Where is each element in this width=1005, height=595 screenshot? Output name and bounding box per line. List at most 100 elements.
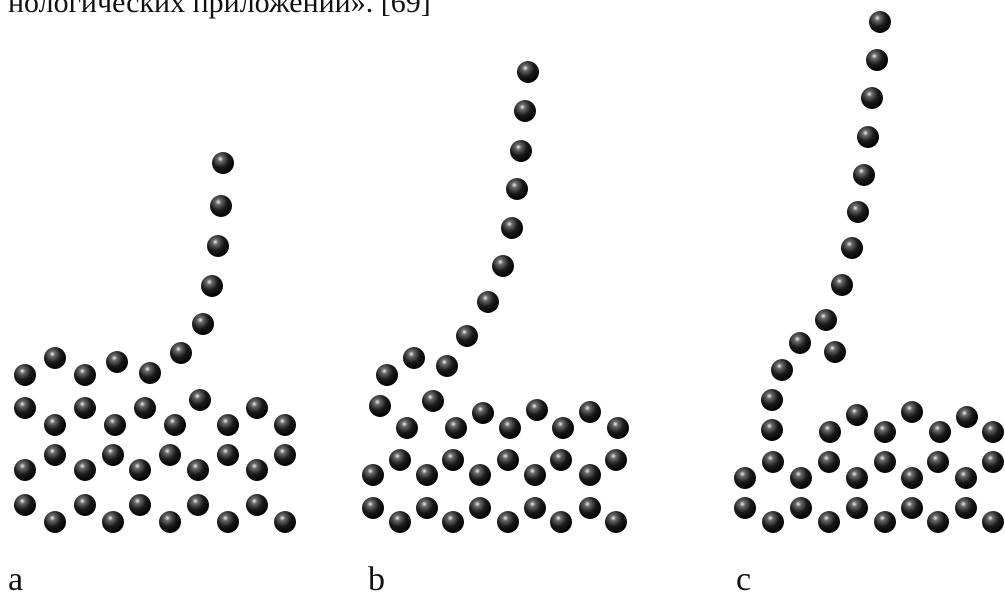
atom-ball (469, 497, 491, 519)
atom-ball (396, 417, 418, 439)
atom-ball (403, 347, 425, 369)
atom-ball (982, 511, 1004, 533)
atom-ball (139, 362, 161, 384)
atom-ball (472, 402, 494, 424)
atom-ball (74, 364, 96, 386)
atom-ball (129, 494, 151, 516)
atom-ball (499, 417, 521, 439)
atom-ball (550, 449, 572, 471)
atom-ball (210, 195, 232, 217)
atom-ball (790, 497, 812, 519)
atom-ball (761, 419, 783, 441)
atom-ball (274, 414, 296, 436)
atom-ball (847, 201, 869, 223)
atom-ball (436, 355, 458, 377)
atom-ball (104, 414, 126, 436)
atom-ball (526, 399, 548, 421)
atom-ball (955, 467, 977, 489)
atom-ball (819, 421, 841, 443)
atom-ball (901, 401, 923, 423)
atom-ball (857, 126, 879, 148)
atom-ball (734, 497, 756, 519)
atom-ball (492, 255, 514, 277)
atom-ball (44, 414, 66, 436)
atom-ball (74, 494, 96, 516)
panel-c (734, 11, 1004, 533)
atom-ball (607, 417, 629, 439)
atom-ball (274, 511, 296, 533)
atom-ball (362, 497, 384, 519)
atom-ball (506, 178, 528, 200)
atom-ball (369, 395, 391, 417)
atom-ball (982, 451, 1004, 473)
atom-ball (44, 444, 66, 466)
atom-ball (14, 494, 36, 516)
atom-ball (956, 406, 978, 428)
atom-ball (477, 291, 499, 313)
atom-ball (497, 511, 519, 533)
atom-ball (517, 61, 539, 83)
atom-ball (102, 444, 124, 466)
atom-ball (159, 444, 181, 466)
atom-ball (134, 397, 156, 419)
atom-ball (874, 451, 896, 473)
atom-ball (74, 397, 96, 419)
atom-ball (734, 467, 756, 489)
panel-label-b: b (368, 561, 385, 595)
atom-ball (201, 275, 223, 297)
atom-ball (762, 511, 784, 533)
atom-ball (761, 389, 783, 411)
atom-ball (874, 511, 896, 533)
atom-ball (901, 497, 923, 519)
atom-ball (579, 464, 601, 486)
atom-ball (389, 449, 411, 471)
atom-ball (246, 397, 268, 419)
atom-ball (762, 451, 784, 473)
atom-ball (74, 459, 96, 481)
atom-ball (901, 467, 923, 489)
atom-ball (246, 494, 268, 516)
atom-ball (869, 11, 891, 33)
atom-ball (790, 467, 812, 489)
atom-ball (170, 342, 192, 364)
atom-ball (550, 511, 572, 533)
atom-ball (189, 389, 211, 411)
atom-ball (14, 397, 36, 419)
panel-label-c: c (736, 561, 751, 595)
atom-ball (605, 449, 627, 471)
atom-ball (456, 325, 478, 347)
atom-ball (44, 511, 66, 533)
atom-ball (362, 464, 384, 486)
atom-ball (44, 347, 66, 369)
atom-ball (106, 351, 128, 373)
atom-ball (789, 332, 811, 354)
atom-ball (605, 511, 627, 533)
atom-ball (861, 87, 883, 109)
atom-ball (416, 497, 438, 519)
atom-ball (927, 511, 949, 533)
atom-ball (846, 404, 868, 426)
atom-ball (818, 451, 840, 473)
atom-ball (274, 444, 296, 466)
atom-ball (192, 313, 214, 335)
atom-ball (853, 164, 875, 186)
panel-label-a: a (8, 561, 23, 595)
atom-ball (771, 359, 793, 381)
atom-ball (389, 511, 411, 533)
atom-ball (187, 459, 209, 481)
atom-ball (212, 152, 234, 174)
atom-ball (445, 417, 467, 439)
atom-ball (824, 341, 846, 363)
panel-a (14, 152, 296, 533)
atom-ball (552, 417, 574, 439)
atom-ball (422, 390, 444, 412)
atom-ball (497, 449, 519, 471)
atom-ball (524, 464, 546, 486)
atom-ball (14, 459, 36, 481)
atom-ball (217, 511, 239, 533)
atom-ball (187, 494, 209, 516)
atom-ball (955, 497, 977, 519)
atom-ball (207, 235, 229, 257)
atom-ball (129, 459, 151, 481)
